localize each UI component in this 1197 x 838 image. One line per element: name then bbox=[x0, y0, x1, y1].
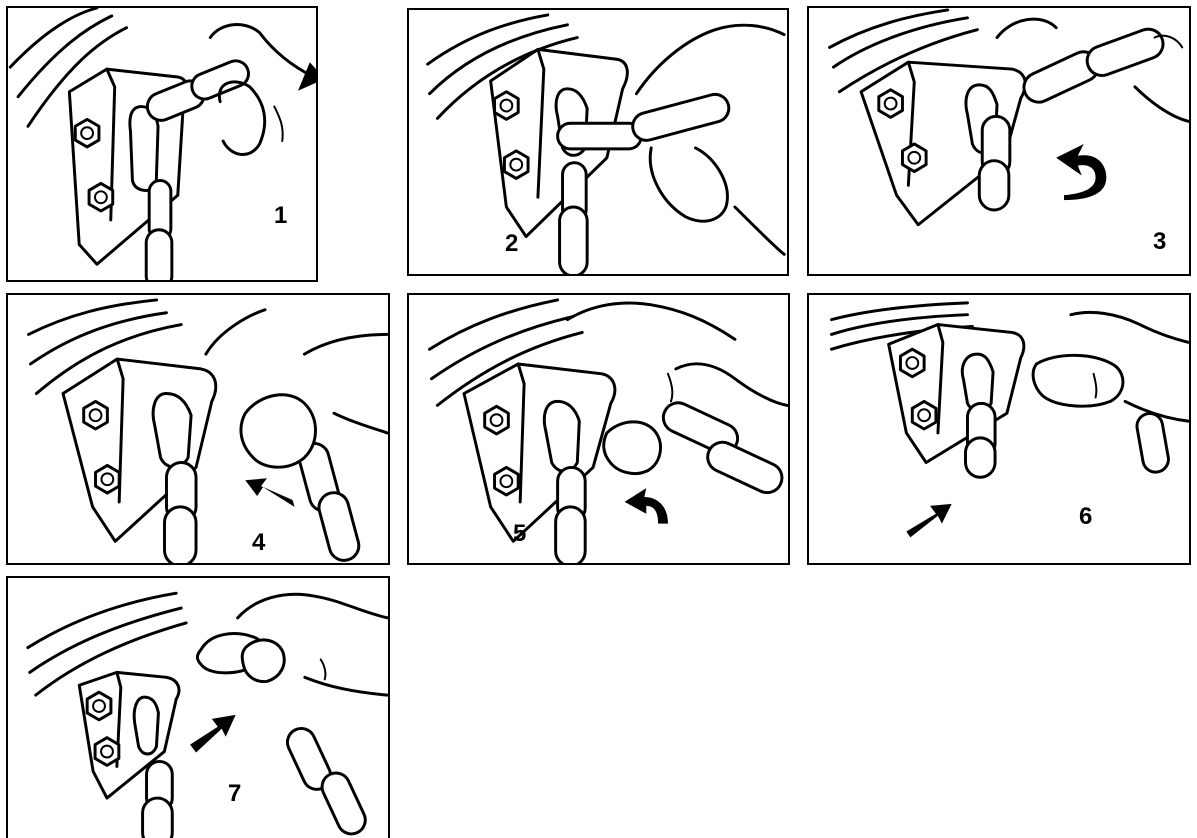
step-number: 7 bbox=[228, 782, 241, 806]
bolt-head-icon bbox=[87, 692, 111, 720]
hand bbox=[1033, 312, 1188, 421]
step-panel-4: 4 bbox=[6, 293, 390, 565]
arrow-icon bbox=[190, 715, 236, 753]
curved-arrow-icon bbox=[1056, 144, 1106, 200]
step-4-illustration bbox=[8, 295, 388, 563]
bolt-head-icon bbox=[912, 401, 936, 429]
step-number: 2 bbox=[505, 232, 518, 256]
bolt-head-icon bbox=[485, 406, 509, 434]
step-7-illustration bbox=[8, 578, 388, 838]
bolt-head-icon bbox=[879, 90, 903, 118]
chain-links bbox=[143, 724, 370, 838]
bolt-head-icon bbox=[75, 119, 99, 147]
step-number: 6 bbox=[1079, 505, 1092, 529]
bolt-head-icon bbox=[84, 401, 108, 429]
bolt-head-icon bbox=[96, 465, 120, 493]
step-number: 4 bbox=[252, 531, 265, 555]
hand bbox=[636, 25, 784, 254]
bolt-head-icon bbox=[900, 349, 924, 377]
arrow-icon bbox=[245, 478, 294, 507]
step-5-illustration bbox=[409, 295, 788, 563]
step-panel-5: 5 bbox=[407, 293, 790, 565]
arrow-icon bbox=[906, 504, 951, 537]
step-number: 5 bbox=[513, 522, 526, 546]
step-panel-7: 7 bbox=[6, 576, 390, 838]
step-panel-1: 1 bbox=[6, 6, 318, 282]
mounting-bracket bbox=[889, 325, 1024, 463]
step-number: 3 bbox=[1153, 230, 1166, 254]
mounting-bracket bbox=[464, 364, 615, 541]
step-number: 1 bbox=[274, 204, 287, 228]
bolt-head-icon bbox=[902, 144, 926, 172]
hand bbox=[206, 310, 387, 467]
curved-arrow-icon bbox=[625, 488, 668, 523]
step-2-illustration bbox=[409, 10, 787, 274]
chain-links bbox=[966, 403, 1171, 477]
step-panel-2: 2 bbox=[407, 8, 789, 276]
bolt-head-icon bbox=[95, 738, 119, 766]
bolt-head-icon bbox=[495, 92, 519, 120]
step-6-illustration bbox=[809, 295, 1189, 563]
hand bbox=[197, 594, 388, 695]
step-panel-6: 6 bbox=[807, 293, 1191, 565]
step-panel-3: 3 bbox=[807, 6, 1191, 276]
arrow-icon bbox=[298, 30, 316, 91]
bolt-head-icon bbox=[504, 151, 528, 179]
step-1-illustration bbox=[8, 8, 316, 280]
bolt-head-icon bbox=[495, 467, 519, 495]
bolt-head-icon bbox=[89, 183, 113, 211]
step-3-illustration bbox=[809, 8, 1189, 274]
